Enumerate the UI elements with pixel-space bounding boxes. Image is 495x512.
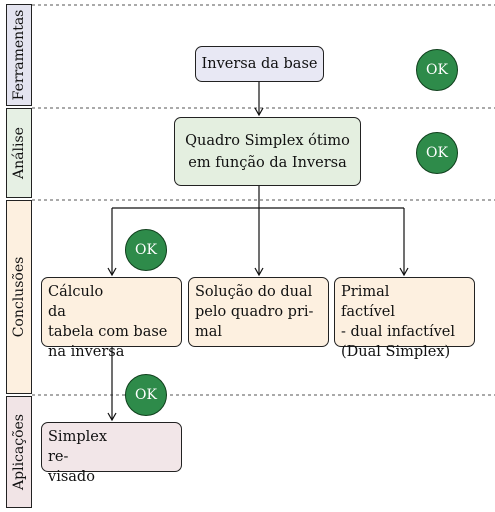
node-primal-line: (Dual Simplex) — [341, 344, 451, 360]
node-simplex-line: visado — [48, 469, 95, 485]
node-inversa-da-base: Inversa da base — [195, 46, 324, 82]
lane-aplicacoes: Aplicações — [6, 396, 32, 508]
lane-conclusoes: Conclusões — [6, 200, 32, 394]
ok-badge-label: OK — [135, 387, 157, 403]
node-quadro-line: em função da Inversa — [188, 154, 347, 171]
text-line: Cálculo da — [48, 284, 104, 320]
node-quadro-line: Quadro Simplex ótimo — [185, 132, 350, 149]
ok-badge-label: OK — [135, 242, 157, 258]
node-quadro-simplex: Quadro Simplex ótimo em função da Invers… — [174, 117, 361, 186]
ok-badge-conclusoes: OK — [125, 229, 167, 271]
node-solucao-line: Solução do dual — [195, 284, 313, 300]
ok-badge-label: OK — [426, 145, 448, 161]
lane-ferramentas: Ferramentas — [6, 4, 32, 106]
ok-badge-label: OK — [426, 62, 448, 78]
node-solucao-line: pelo quadro pri- — [195, 304, 314, 320]
node-primal-factivel: Primal factível - dual infactível (Dual … — [334, 277, 475, 360]
ok-badge-aplicacoes: OK — [125, 374, 167, 416]
ok-badge-analise: OK — [416, 132, 458, 174]
node-calculo-line: tabela com base — [48, 324, 168, 340]
node-primal-line: - dual infactível — [341, 324, 456, 340]
node-calculo: Cálculo da tabela com base na inversa — [41, 277, 182, 360]
lane-analise: Análise — [6, 108, 32, 198]
node-solucao-line: mal — [195, 324, 223, 340]
node-simplex-revisado: Simplex re- visado — [41, 422, 182, 485]
node-primal-line: Primal factível — [341, 284, 396, 320]
node-calculo-line: Cálculo da — [48, 282, 175, 322]
node-inversa-label: Inversa da base — [201, 56, 318, 72]
node-solucao-do-dual: Solução do dual pelo quadro pri- mal — [188, 277, 329, 347]
node-simplex-line: Simplex re- — [48, 429, 107, 465]
node-calculo-line: na inversa — [48, 344, 125, 360]
ok-badge-ferramentas: OK — [416, 49, 458, 91]
